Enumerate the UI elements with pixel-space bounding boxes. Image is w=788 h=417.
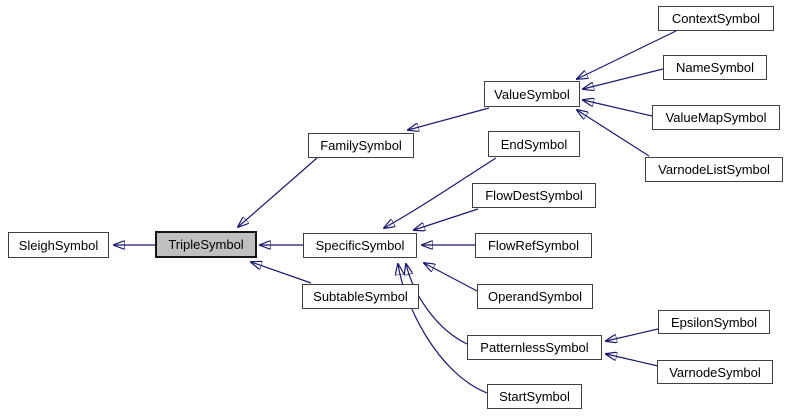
node-subtablesymbol[interactable]: SubtableSymbol xyxy=(302,284,419,309)
edge-valuemapsymbol-to-valuesymbol xyxy=(583,100,653,117)
edge-patternlesssymbol-to-specificsymbol xyxy=(406,264,468,345)
node-familysymbol[interactable]: FamilySymbol xyxy=(308,133,414,158)
node-valuemapsymbol[interactable]: ValueMapSymbol xyxy=(652,105,780,130)
edge-varnodelistsymbol-to-valuesymbol xyxy=(577,110,650,157)
edge-contextsymbol-to-valuesymbol xyxy=(577,30,677,79)
edge-flowdestsymbol-to-specificsymbol xyxy=(414,208,479,230)
node-epsilonsymbol[interactable]: EpsilonSymbol xyxy=(658,310,770,334)
edge-epsilonsymbol-to-patternlesssymbol xyxy=(606,328,659,341)
edge-namesymbol-to-valuesymbol xyxy=(583,68,664,89)
node-contextsymbol[interactable]: ContextSymbol xyxy=(658,6,774,31)
node-endsymbol[interactable]: EndSymbol xyxy=(488,131,580,157)
node-namesymbol[interactable]: NameSymbol xyxy=(663,55,767,80)
node-patternlesssymbol[interactable]: PatternlessSymbol xyxy=(467,335,602,360)
node-sleighsymbol[interactable]: SleighSymbol xyxy=(8,232,109,258)
node-flowrefsymbol[interactable]: FlowRefSymbol xyxy=(475,233,592,258)
edge-endsymbol-to-specificsymbol xyxy=(384,157,497,228)
node-flowdestsymbol[interactable]: FlowDestSymbol xyxy=(472,183,596,208)
edge-startsymbol-to-specificsymbol xyxy=(398,264,488,394)
edge-varnodesymbol-to-patternlesssymbol xyxy=(606,354,659,367)
node-varnodesymbol[interactable]: VarnodeSymbol xyxy=(657,360,773,384)
node-valuesymbol[interactable]: ValueSymbol xyxy=(484,81,580,107)
edge-subtablesymbol-to-triplesymbol xyxy=(251,262,312,284)
node-operandsymbol[interactable]: OperandSymbol xyxy=(477,284,593,309)
node-startsymbol[interactable]: StartSymbol xyxy=(487,384,582,409)
node-varnodelistsymbol[interactable]: VarnodeListSymbol xyxy=(645,157,783,182)
edge-operandsymbol-to-specificsymbol xyxy=(424,263,478,292)
node-triplesymbol: TripleSymbol xyxy=(155,231,257,258)
node-specificsymbol[interactable]: SpecificSymbol xyxy=(303,233,417,258)
edge-familysymbol-to-triplesymbol xyxy=(238,157,318,227)
edge-valuesymbol-to-familysymbol xyxy=(408,107,490,130)
